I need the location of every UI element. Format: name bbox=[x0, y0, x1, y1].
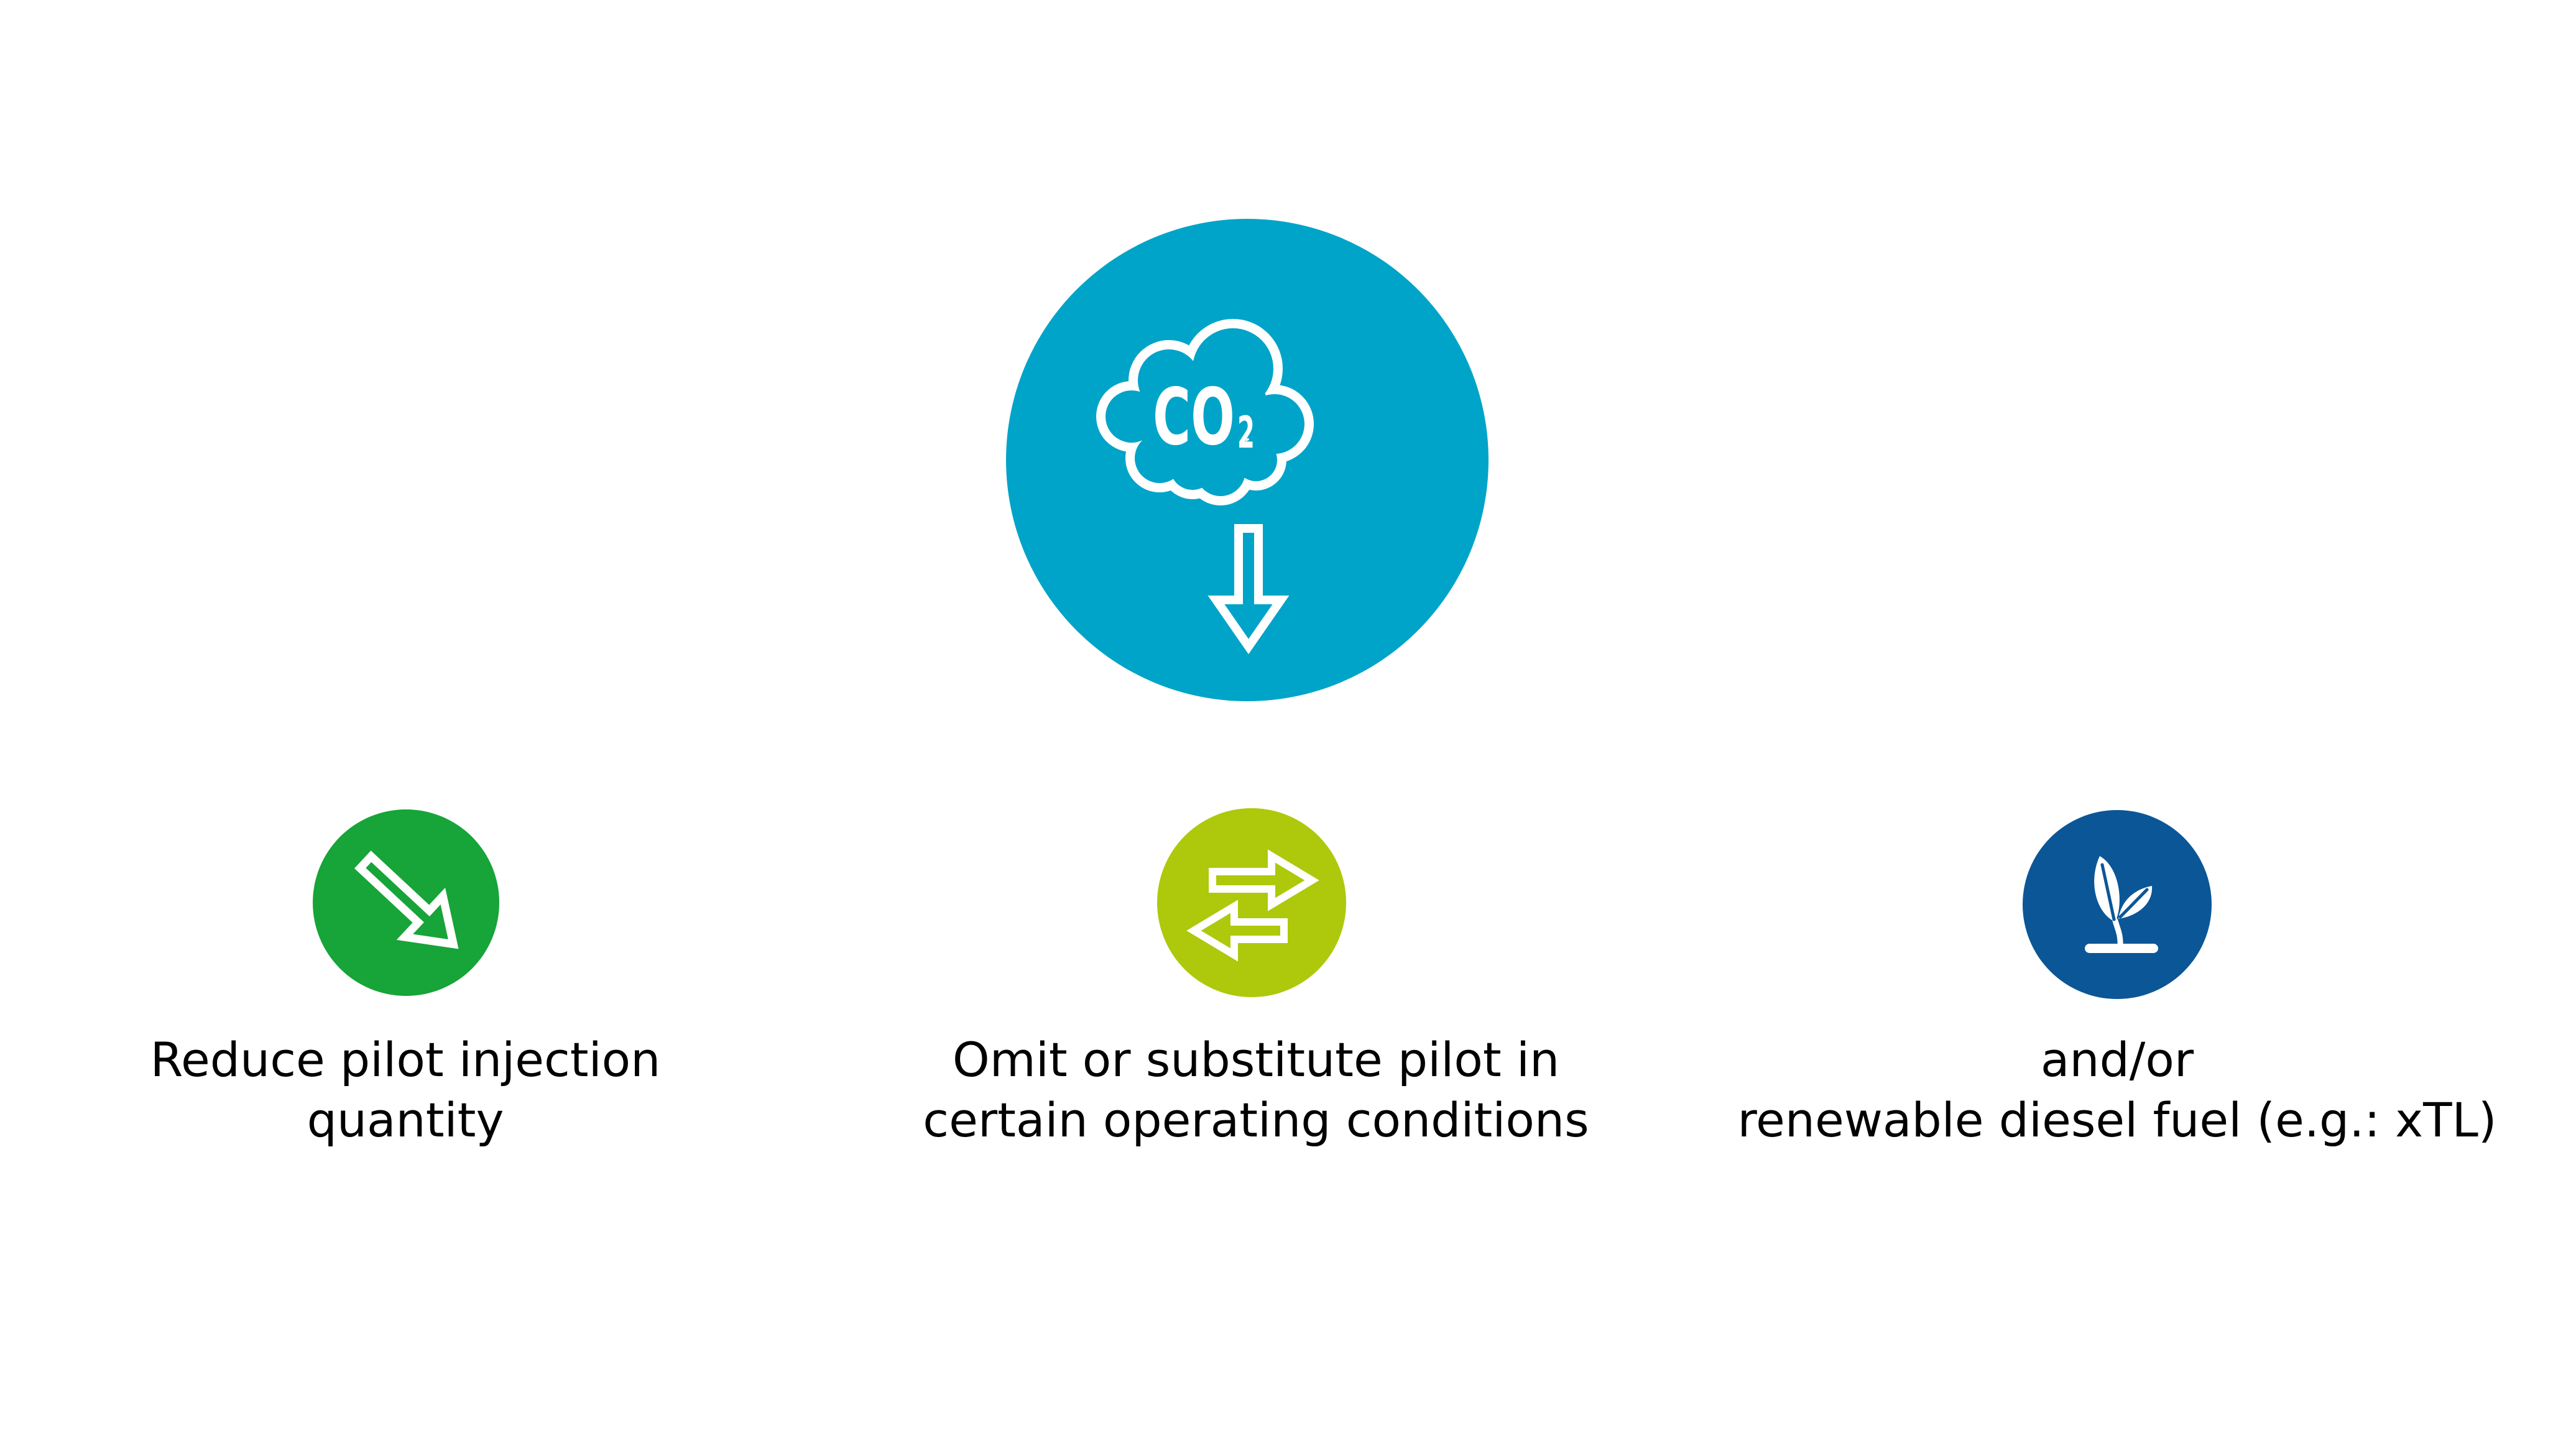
co2-formula-text: CO bbox=[1153, 371, 1235, 463]
renewable-fuel-circle bbox=[2023, 810, 2212, 999]
down-arrow-icon bbox=[1207, 524, 1290, 655]
renewable-fuel-label: and/or renewable diesel fuel (e.g.: xTL) bbox=[1682, 1030, 2552, 1150]
left-arrow-shape bbox=[1186, 900, 1288, 962]
cloud-body bbox=[1106, 328, 1304, 496]
arrow-shape bbox=[354, 850, 459, 949]
label-line: and/or bbox=[2040, 1032, 2194, 1087]
swap-arrows-icon bbox=[1157, 808, 1346, 997]
green-circle-background bbox=[313, 809, 499, 996]
diagonal-down-arrow-icon bbox=[313, 809, 499, 996]
label-line: certain operating conditions bbox=[923, 1092, 1589, 1148]
label-line: quantity bbox=[307, 1092, 504, 1148]
seedling-ground bbox=[2085, 944, 2158, 953]
co2-reduction-circle: CO 2 bbox=[1006, 219, 1489, 701]
reduce-pilot-label: Reduce pilot injection quantity bbox=[32, 1030, 778, 1150]
omit-substitute-label: Omit or substitute pilot in certain oper… bbox=[883, 1030, 1629, 1150]
right-arrow-shape bbox=[1209, 849, 1319, 911]
co2-cloud-down-arrow-icon: CO 2 bbox=[1006, 219, 1489, 701]
seedling-stem bbox=[2112, 918, 2123, 949]
lime-circle-background bbox=[1157, 808, 1346, 997]
label-line: Omit or substitute pilot in bbox=[952, 1032, 1560, 1087]
seedling-right-leaf-vein bbox=[2118, 888, 2149, 919]
seedling-icon bbox=[2023, 810, 2212, 999]
seedling-left-leaf-vein bbox=[2100, 863, 2116, 921]
reduce-pilot-circle bbox=[313, 809, 499, 996]
co2-formula-subscript: 2 bbox=[1237, 407, 1255, 458]
label-line: Reduce pilot injection bbox=[150, 1032, 661, 1087]
label-line: renewable diesel fuel (e.g.: xTL) bbox=[1737, 1092, 2497, 1148]
omit-substitute-circle bbox=[1157, 808, 1346, 997]
